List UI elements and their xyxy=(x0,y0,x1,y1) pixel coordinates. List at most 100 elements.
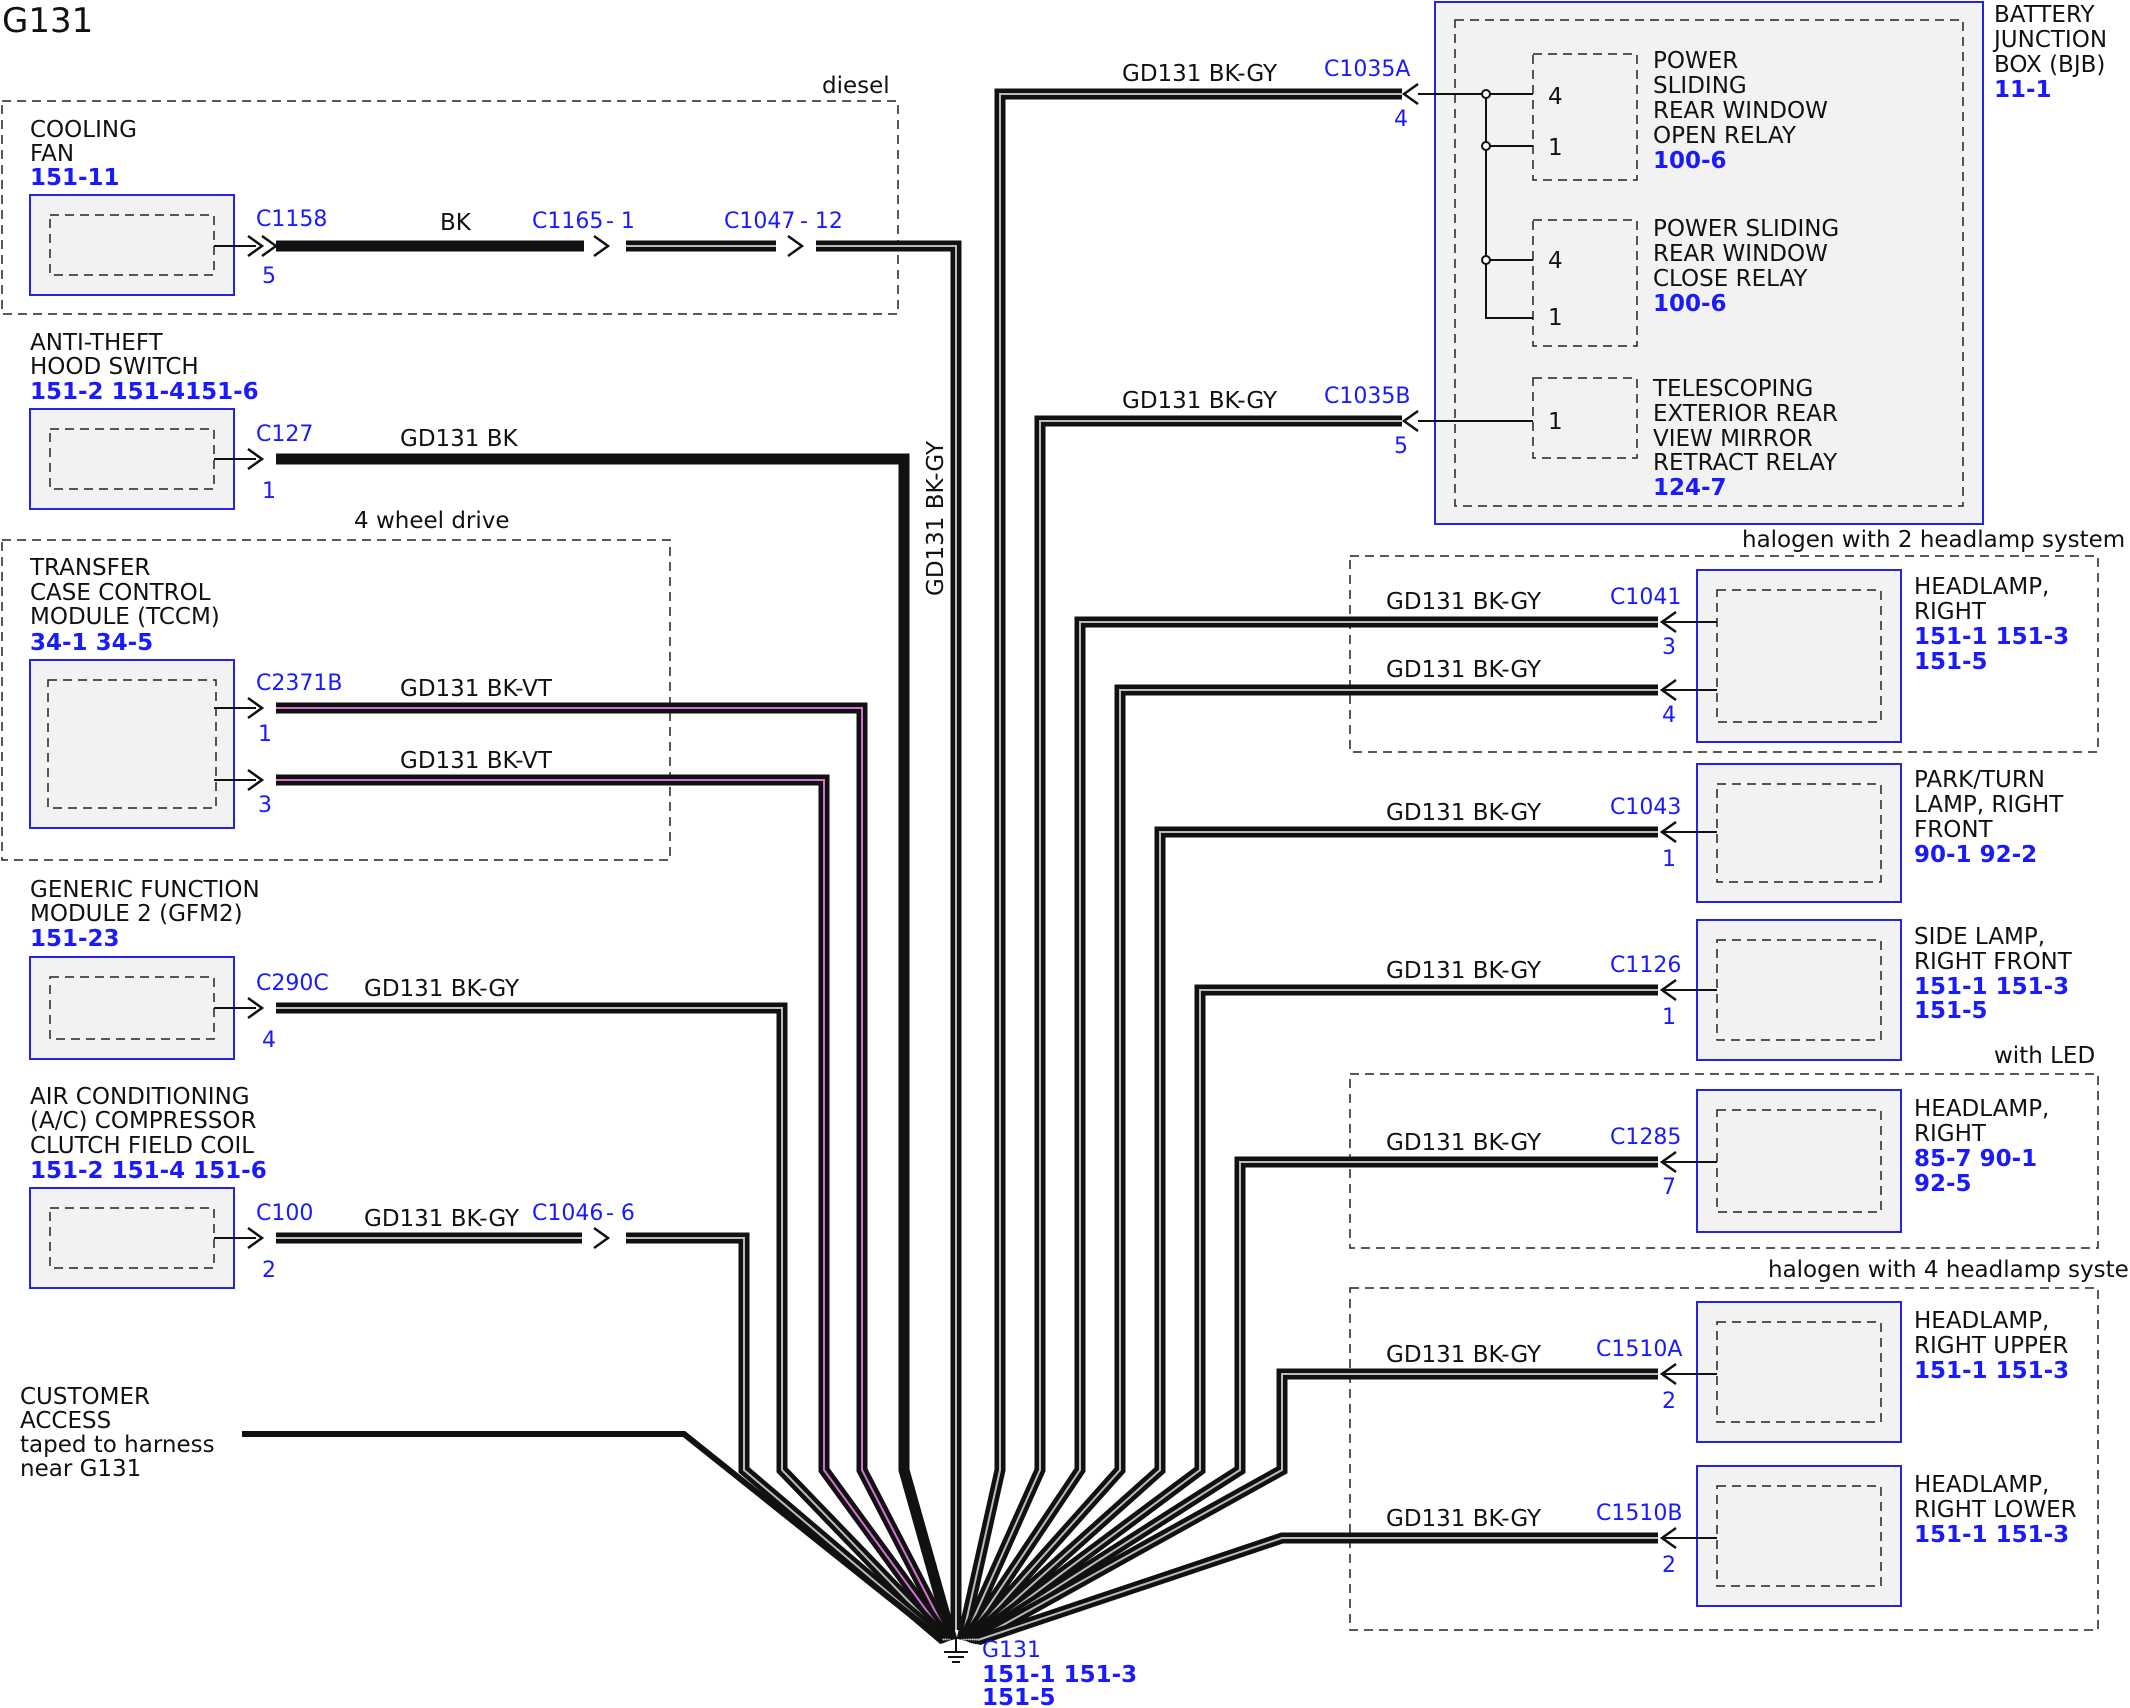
gfm2-label-2: MODULE 2 (GFM2) xyxy=(30,901,243,927)
wire-gfm2[interactable] xyxy=(276,1002,950,1644)
connector-arrow-c127 xyxy=(247,447,265,471)
bjb-box xyxy=(1434,1,1984,525)
component-bjb[interactable]: BATTERY JUNCTION BOX (BJB) 11-1 xyxy=(1434,1,2107,525)
headlamp-right-ref-1[interactable]: 151-1 151-3 xyxy=(1914,624,2069,650)
relay-open-pin-1: 1 xyxy=(1548,135,1563,161)
connector-c1158-pin: 5 xyxy=(262,264,276,289)
ac-ref[interactable]: 151-2 151-4 151-6 xyxy=(30,1158,267,1184)
headlamp-lower-box xyxy=(1696,1465,1902,1607)
park-turn-inner xyxy=(1716,783,1882,883)
connector-c1510a-pin: 2 xyxy=(1662,1389,1676,1414)
cooling-fan-label-1: COOLING xyxy=(30,117,137,143)
ground-ref-2[interactable]: 151-5 xyxy=(982,1685,1056,1708)
connector-c127[interactable]: C127 xyxy=(256,422,313,447)
connector-c1046[interactable]: C1046 xyxy=(532,1201,603,1226)
park-turn-ref[interactable]: 90-1 92-2 xyxy=(1914,842,2037,868)
connector-c1035b[interactable]: C1035B xyxy=(1324,384,1410,409)
headlamp-right-label-2: RIGHT xyxy=(1914,599,1987,625)
component-cooling-fan[interactable]: COOLING FAN 151-11 xyxy=(29,117,235,296)
component-side-lamp[interactable]: SIDE LAMP, RIGHT FRONT 151-1 151-3 151-5 xyxy=(1696,919,2073,1061)
connector-c1510b-pin: 2 xyxy=(1662,1553,1676,1578)
cooling-fan-box xyxy=(29,194,235,296)
component-headlamp-lower[interactable]: HEADLAMP, RIGHT LOWER 151-1 151-3 xyxy=(1696,1465,2077,1607)
connector-c1165[interactable]: C1165 xyxy=(532,209,603,234)
wire-c1041-3[interactable] xyxy=(961,616,1658,1644)
relay-open-box xyxy=(1532,53,1638,181)
component-gfm2[interactable]: GENERIC FUNCTION MODULE 2 (GFM2) 151-23 xyxy=(29,877,260,1060)
wire-c1041-3-core xyxy=(965,621,1658,1641)
wire-label-vertical-trunk: GD131 BK-GY xyxy=(923,440,949,596)
hood-switch-ref[interactable]: 151-2 151-4151-6 xyxy=(30,379,259,405)
relay-mirror-pin-1: 1 xyxy=(1548,409,1563,435)
tccm-ref[interactable]: 34-1 34-5 xyxy=(30,630,153,656)
headlamp-led-ref-1[interactable]: 85-7 90-1 xyxy=(1914,1146,2037,1172)
connector-c1285[interactable]: C1285 xyxy=(1610,1125,1681,1150)
headlamp-right-box xyxy=(1696,569,1902,743)
ac-label-2: (A/C) COMPRESSOR xyxy=(30,1108,256,1134)
connector-c1510a[interactable]: C1510A xyxy=(1596,1337,1682,1362)
wire-c1035b[interactable] xyxy=(958,415,1402,1643)
wire-label-tccm-1: GD131 BK-VT xyxy=(400,676,553,702)
connector-c1041[interactable]: C1041 xyxy=(1610,585,1681,610)
relay-mirror-ref[interactable]: 124-7 xyxy=(1653,475,1727,501)
component-headlamp-led[interactable]: HEADLAMP, RIGHT 85-7 90-1 92-5 xyxy=(1696,1089,2049,1233)
bjb-splice-3 xyxy=(1481,255,1491,265)
bjb-ref[interactable]: 11-1 xyxy=(1994,77,2052,103)
bjb-label-2: JUNCTION xyxy=(1992,27,2107,53)
park-turn-label-1: PARK/TURN xyxy=(1914,767,2045,793)
headlamp-lower-ref[interactable]: 151-1 151-3 xyxy=(1914,1522,2069,1548)
side-lamp-ref-1[interactable]: 151-1 151-3 xyxy=(1914,974,2069,1000)
connector-c100[interactable]: C100 xyxy=(256,1201,313,1226)
wire-label-cooling-fan: BK xyxy=(440,210,472,236)
wire-hood-switch[interactable] xyxy=(276,453,958,1642)
wire-c1035a[interactable] xyxy=(956,88,1402,1642)
headlamp-right-label-1: HEADLAMP, xyxy=(1914,574,2049,600)
connector-c1035a[interactable]: C1035A xyxy=(1324,57,1410,82)
diagram-title: G131 xyxy=(2,1,93,41)
connector-c1126-pin: 1 xyxy=(1662,1005,1676,1030)
component-headlamp-upper[interactable]: HEADLAMP, RIGHT UPPER 151-1 151-3 xyxy=(1696,1301,2069,1443)
wire-label-c1510a: GD131 BK-GY xyxy=(1386,1342,1542,1368)
connector-c2371b[interactable]: C2371B xyxy=(256,671,342,696)
wire-label-gfm2: GD131 BK-GY xyxy=(364,976,520,1002)
group-halogen4 xyxy=(1349,1287,2099,1631)
park-turn-label-3: FRONT xyxy=(1914,817,1994,843)
headlamp-lower-label-1: HEADLAMP, xyxy=(1914,1472,2049,1498)
connector-c1043[interactable]: C1043 xyxy=(1610,795,1681,820)
relay-close-pin-4: 4 xyxy=(1548,248,1563,274)
relay-open-ref[interactable]: 100-6 xyxy=(1653,148,1727,174)
wire-c1041-4-core xyxy=(967,689,1658,1641)
ground-ref-1[interactable]: 151-1 151-3 xyxy=(982,1662,1137,1688)
cooling-fan-ref[interactable]: 151-11 xyxy=(30,165,120,191)
headlamp-lower-inner xyxy=(1716,1485,1882,1587)
connector-c1510b[interactable]: C1510B xyxy=(1596,1501,1682,1526)
customer-label-1: CUSTOMER xyxy=(20,1384,150,1410)
component-hood-switch[interactable]: ANTI-THEFT HOOD SWITCH 151-2 151-4151-6 xyxy=(29,330,259,510)
connector-c1126[interactable]: C1126 xyxy=(1610,953,1681,978)
wire-cooling-fan-seg3-core xyxy=(816,245,957,1630)
component-ac-clutch[interactable]: AIR CONDITIONING (A/C) COMPRESSOR CLUTCH… xyxy=(29,1084,267,1289)
connector-c1158[interactable]: C1158 xyxy=(256,207,327,232)
side-lamp-ref-2[interactable]: 151-5 xyxy=(1914,998,1988,1024)
relay-open-label-2: SLIDING xyxy=(1653,73,1747,99)
relay-open-label-3: REAR WINDOW xyxy=(1653,98,1828,124)
headlamp-upper-ref[interactable]: 151-1 151-3 xyxy=(1914,1358,2069,1384)
component-park-turn-lamp[interactable]: PARK/TURN LAMP, RIGHT FRONT 90-1 92-2 xyxy=(1696,763,2064,903)
customer-label-3: taped to harness xyxy=(20,1432,215,1458)
group-halogen4-label: halogen with 4 headlamp system xyxy=(1768,1257,2130,1283)
relay-open-label-4: OPEN RELAY xyxy=(1653,123,1797,149)
headlamp-led-ref-2[interactable]: 92-5 xyxy=(1914,1171,1972,1197)
headlamp-right-inner xyxy=(1716,589,1882,723)
ground-g131[interactable]: G131 151-1 151-3 151-5 xyxy=(944,1638,1137,1708)
headlamp-right-ref-2[interactable]: 151-5 xyxy=(1914,649,1988,675)
gfm2-ref[interactable]: 151-23 xyxy=(30,926,120,952)
relay-close-ref[interactable]: 100-6 xyxy=(1653,291,1727,317)
component-headlamp-right[interactable]: HEADLAMP, RIGHT 151-1 151-3 151-5 xyxy=(1696,569,2069,743)
connector-c1043-pin: 1 xyxy=(1662,847,1676,872)
component-tccm[interactable]: TRANSFER CASE CONTROL MODULE (TCCM) 34-1… xyxy=(29,555,235,829)
group-led-label: with LED xyxy=(1994,1043,2095,1069)
connector-c1047[interactable]: C1047 xyxy=(724,209,795,234)
connector-c290c[interactable]: C290C xyxy=(256,971,329,996)
ground-label: G131 xyxy=(982,1638,1041,1663)
